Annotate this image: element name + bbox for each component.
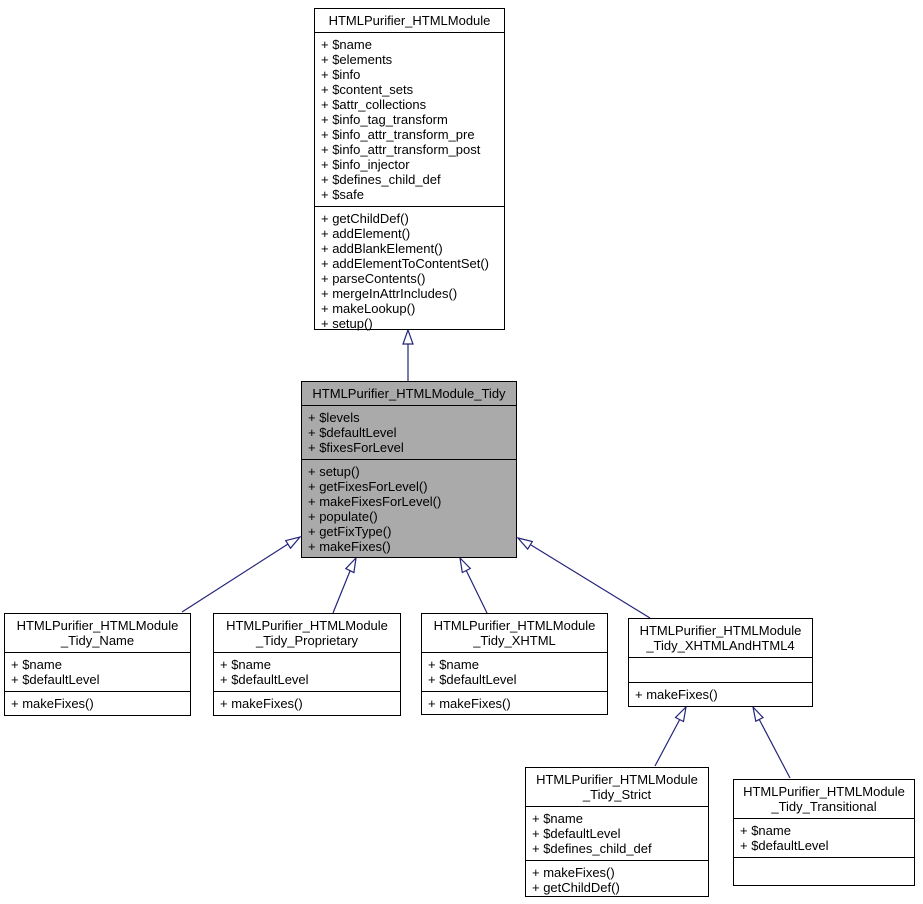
attribute-row: + $info_attr_transform_pre: [321, 127, 475, 142]
attribute-row: + $name: [428, 657, 479, 672]
method-row: + setup(): [308, 464, 360, 479]
attribute-row: + $name: [11, 657, 62, 672]
class-name: HTMLPurifier_HTMLModule _Tidy_Strict: [536, 772, 698, 802]
attribute-row: + $defaultLevel: [428, 672, 517, 687]
attribute-row: + $name: [740, 823, 791, 838]
attribute-row: + $defines_child_def: [532, 841, 652, 856]
method-row: + makeFixes(): [428, 696, 511, 711]
class-name: HTMLPurifier_HTMLModule _Tidy_Transition…: [743, 784, 905, 814]
inheritance-arrow-strict-to-xhtmlandhtml4: [654, 705, 687, 767]
class-name: HTMLPurifier_HTMLModule_Tidy: [312, 386, 506, 401]
methods-section: + makeFixes(): [5, 691, 190, 715]
attributes-section: [629, 657, 812, 682]
class-box-tidy-strict[interactable]: HTMLPurifier_HTMLModule _Tidy_Strict + $…: [525, 767, 709, 897]
method-row: + addBlankElement(): [321, 241, 443, 256]
methods-section: [734, 857, 914, 885]
inheritance-arrow-name-to-tidy: [181, 535, 302, 613]
method-row: + addElementToContentSet(): [321, 256, 490, 271]
attribute-row: + $attr_collections: [321, 97, 427, 112]
attribute-row: + $levels: [308, 410, 360, 425]
method-row: + populate(): [308, 509, 378, 524]
method-row: + getFixType(): [308, 524, 392, 539]
attribute-row: + $name: [532, 811, 583, 826]
attribute-row: + $defaultLevel: [308, 425, 397, 440]
attributes-section: + $name + $defaultLevel: [5, 652, 190, 691]
method-row: + mergeInAttrIncludes(): [321, 286, 458, 301]
attributes-section: + $name + $defaultLevel: [734, 818, 914, 857]
attribute-row: + $info_tag_transform: [321, 112, 448, 127]
method-row: + addElement(): [321, 226, 411, 241]
inheritance-arrow-transitional-to-xhtmlandhtml4: [752, 705, 791, 779]
attribute-row: + $info_injector: [321, 157, 410, 172]
attribute-row: + $info_attr_transform_post: [321, 142, 481, 157]
attribute-row: + $defaultLevel: [11, 672, 100, 687]
class-name: HTMLPurifier_HTMLModule _Tidy_XHTML: [433, 618, 596, 648]
method-row: + makeLookup(): [321, 301, 416, 316]
attribute-row: + $defines_child_def: [321, 172, 441, 187]
method-row: + makeFixes(): [220, 696, 303, 711]
class-box-tidy-proprietary[interactable]: HTMLPurifier_HTMLModule _Tidy_Proprietar…: [213, 613, 401, 716]
attribute-row: + $elements: [321, 52, 393, 67]
class-box-tidy-transitional[interactable]: HTMLPurifier_HTMLModule _Tidy_Transition…: [733, 779, 915, 886]
method-row: + makeFixes(): [11, 696, 94, 711]
attribute-row: + $defaultLevel: [532, 826, 621, 841]
attribute-row: + $safe: [321, 187, 365, 202]
methods-section: + makeFixes() + getChildDef(): [526, 860, 708, 899]
attributes-section: + $name + $elements + $info + $content_s…: [315, 32, 504, 206]
inheritance-arrow-proprietary-to-tidy: [332, 556, 357, 614]
attributes-section: + $name + $defaultLevel: [214, 652, 400, 691]
attribute-row: + $fixesForLevel: [308, 440, 404, 455]
inheritance-arrow-tidy-to-htmlmodule: [402, 328, 414, 381]
attribute-row: + $defaultLevel: [740, 838, 829, 853]
method-row: + makeFixesForLevel(): [308, 494, 442, 509]
methods-section: + makeFixes(): [629, 682, 812, 706]
attributes-section: + $name + $defaultLevel + $defines_child…: [526, 806, 708, 860]
class-name: HTMLPurifier_HTMLModule _Tidy_Proprietar…: [226, 618, 388, 648]
attribute-row: + $content_sets: [321, 82, 414, 97]
method-row: + setup(): [321, 316, 373, 331]
attribute-row: + $name: [220, 657, 271, 672]
methods-section: + makeFixes(): [422, 691, 607, 715]
attribute-row: + $defaultLevel: [220, 672, 309, 687]
class-box-htmlpurifier-htmlmodule[interactable]: HTMLPurifier_HTMLModule + $name + $eleme…: [314, 8, 505, 331]
method-row: + makeFixes(): [308, 539, 391, 554]
method-row: + makeFixes(): [635, 687, 718, 702]
attribute-row: + $info: [321, 67, 361, 82]
method-row: + getFixesForLevel(): [308, 479, 428, 494]
attributes-section: + $levels + $defaultLevel + $fixesForLev…: [302, 405, 516, 459]
class-box-tidy-xhtmlandhtml4[interactable]: HTMLPurifier_HTMLModule _Tidy_XHTMLAndHT…: [628, 618, 813, 707]
inheritance-arrow-xhtml-to-tidy: [459, 556, 488, 614]
attributes-section: + $name + $defaultLevel: [422, 652, 607, 691]
class-name: HTMLPurifier_HTMLModule _Tidy_Name: [16, 618, 179, 648]
methods-section: + getChildDef() + addElement() + addBlan…: [315, 206, 504, 335]
methods-section: + makeFixes(): [214, 691, 400, 715]
method-row: + getChildDef(): [321, 211, 409, 226]
method-row: + parseContents(): [321, 271, 426, 286]
methods-section: + setup() + getFixesForLevel() + makeFix…: [302, 459, 516, 558]
class-box-tidy-xhtml[interactable]: HTMLPurifier_HTMLModule _Tidy_XHTML + $n…: [421, 613, 608, 715]
method-row: + getChildDef(): [532, 880, 620, 895]
attribute-row: + $name: [321, 37, 372, 52]
class-name: HTMLPurifier_HTMLModule: [328, 13, 491, 28]
class-name: HTMLPurifier_HTMLModule _Tidy_XHTMLAndHT…: [639, 623, 802, 653]
method-row: + makeFixes(): [532, 865, 615, 880]
class-box-htmlpurifier-htmlmodule-tidy[interactable]: HTMLPurifier_HTMLModule_Tidy + $levels +…: [301, 381, 517, 558]
inheritance-arrow-xhtmlandhtml4-to-tidy: [516, 536, 651, 619]
class-box-tidy-name[interactable]: HTMLPurifier_HTMLModule _Tidy_Name + $na…: [4, 613, 191, 716]
